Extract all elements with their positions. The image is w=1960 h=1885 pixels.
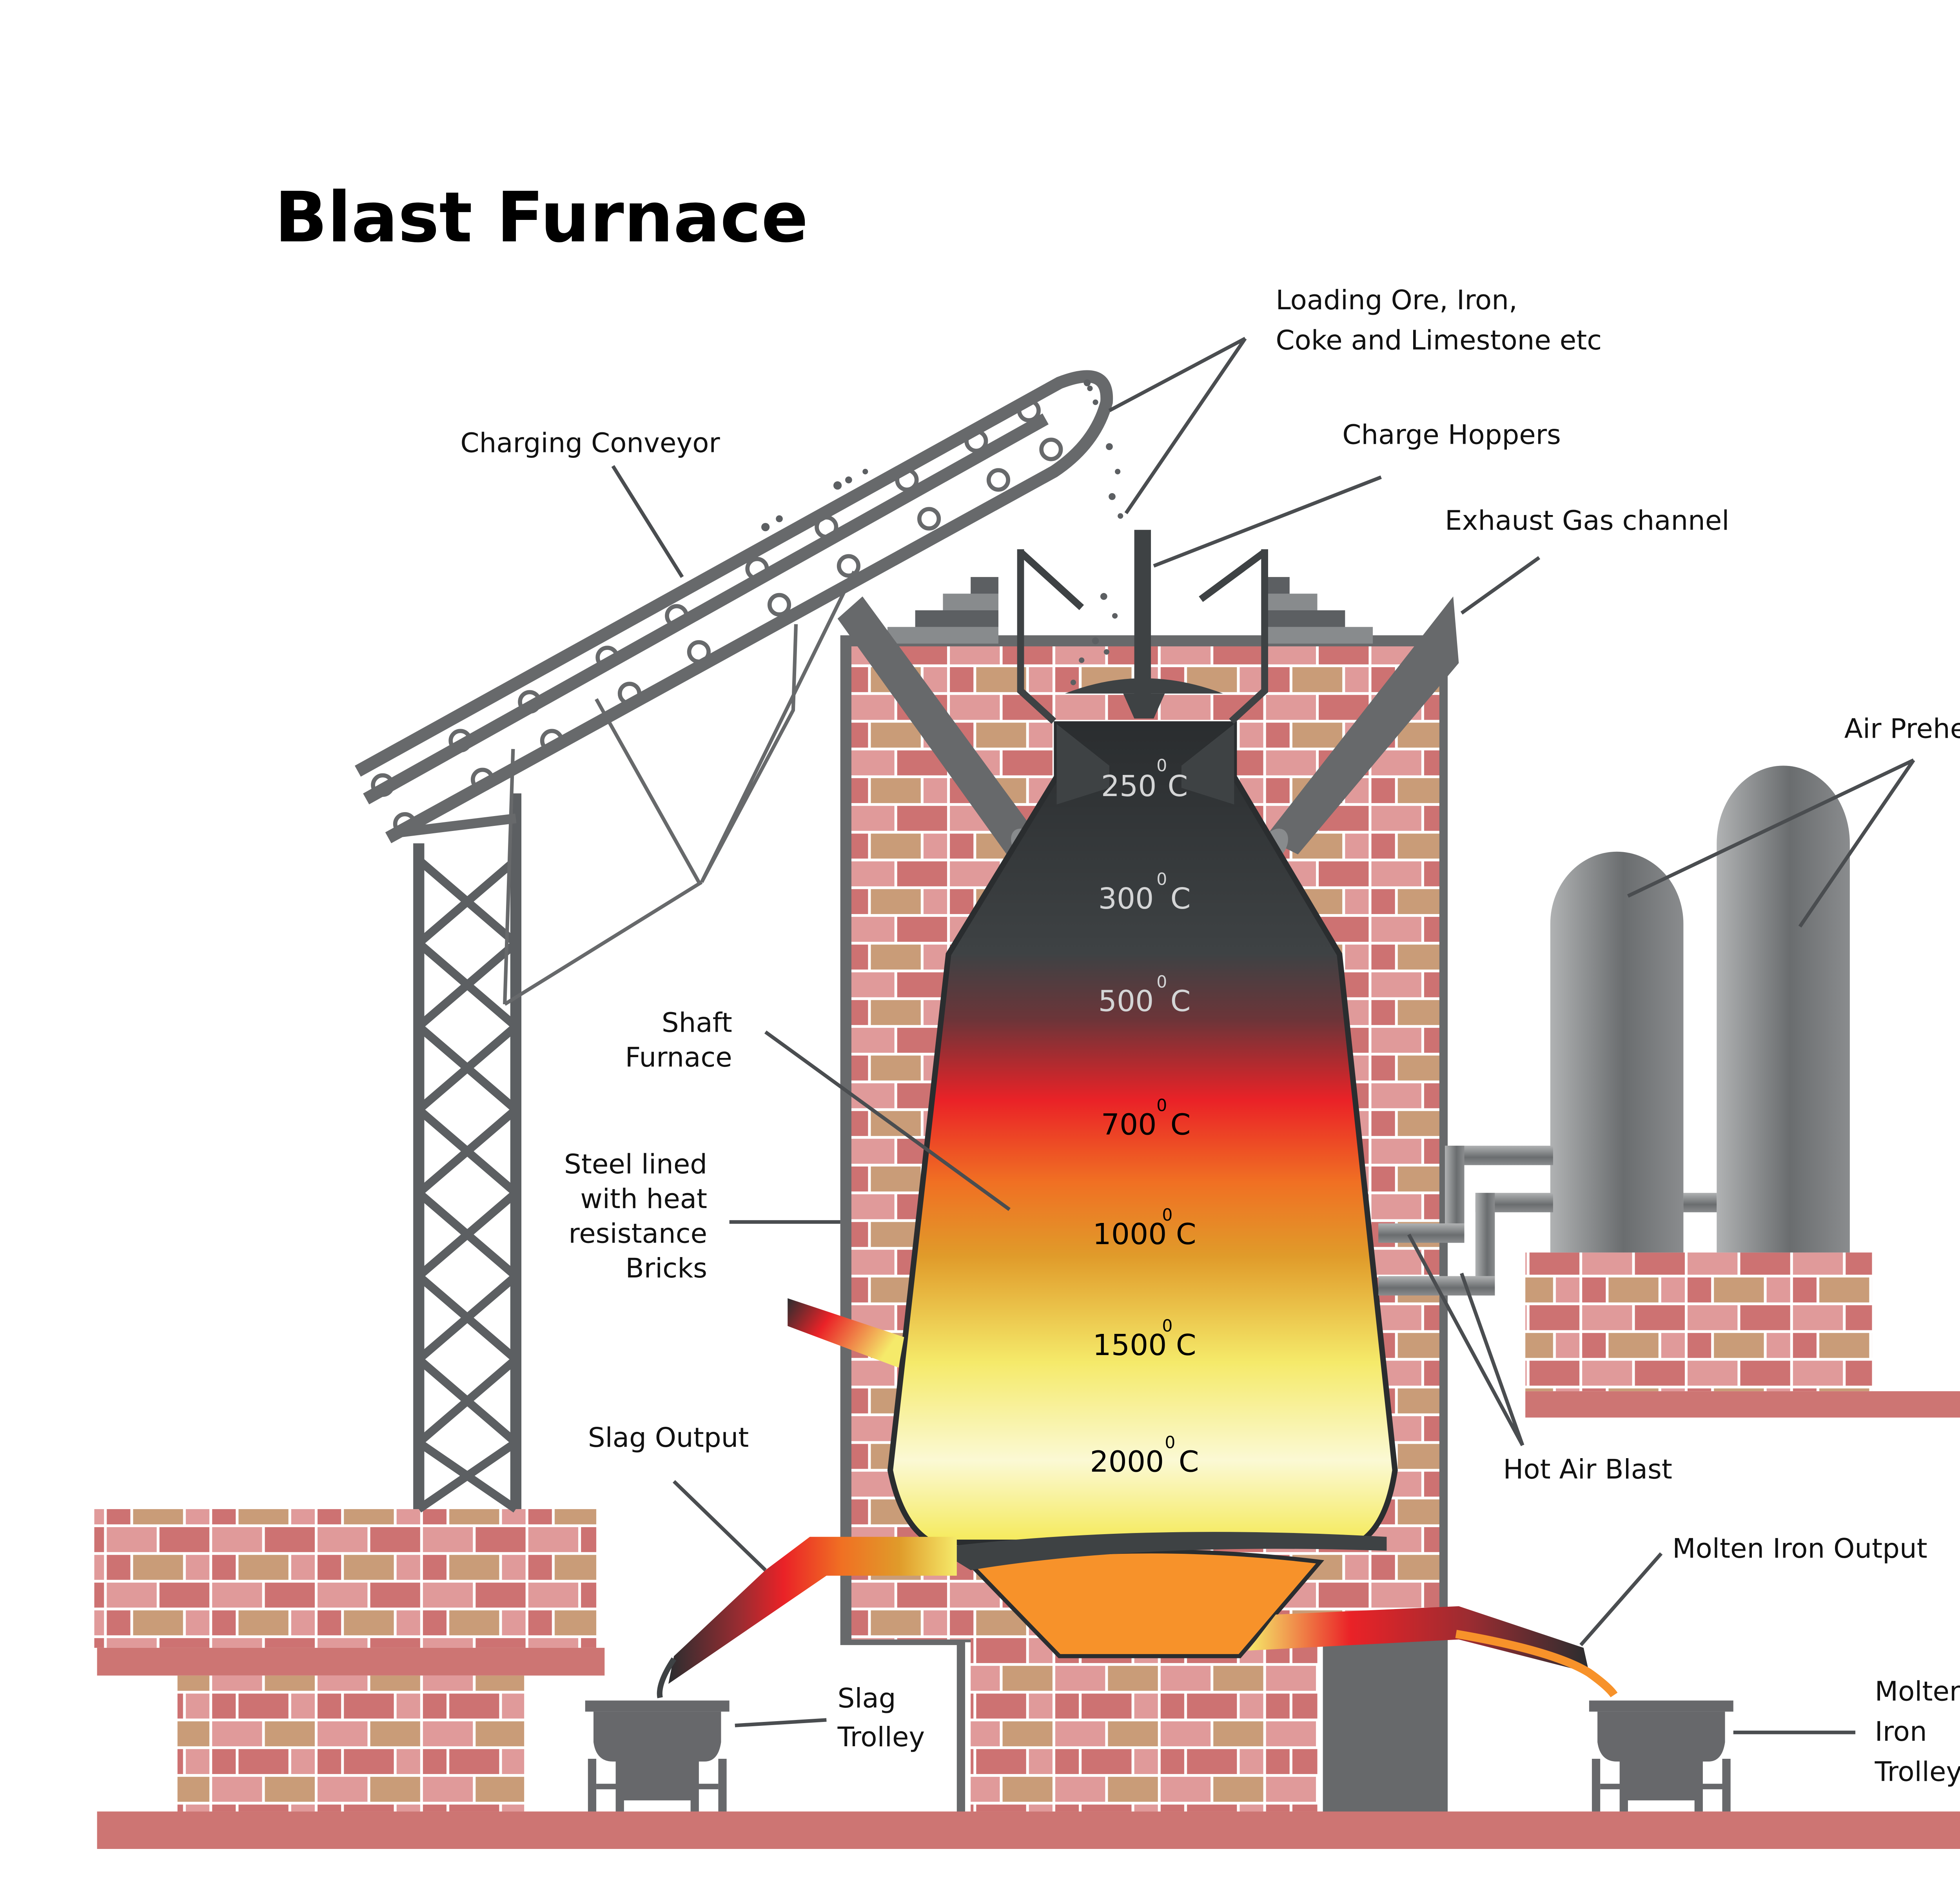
label-steel-line2: with heat [580,1183,707,1215]
svg-text:C: C [1179,1444,1199,1479]
svg-text:0: 0 [1162,1206,1172,1225]
label-molten-trolley-line2: Iron [1875,1716,1927,1747]
left-tuyere-blast [788,1298,904,1368]
preheater-brick-base [1525,1252,1960,1418]
temp-zone-1000: 1000 0 C [1093,1206,1196,1251]
charge-hoppers [1017,530,1268,724]
svg-text:C: C [1168,769,1188,803]
temp-zone-700: 700 0 C [1101,1096,1191,1141]
svg-text:0: 0 [1156,972,1167,992]
label-shaft-line1: Shaft [662,1007,732,1039]
svg-text:0: 0 [1165,1433,1175,1452]
svg-text:0: 0 [1156,756,1167,775]
ground-slab [97,1811,1960,1849]
label-loading-line2: Coke and Limestone etc [1276,325,1602,356]
temp-zone-250: 250 0 C [1101,756,1188,803]
label-air-preheaters: Air Preheaters [1844,713,1960,745]
temperature-zones: 250 0 C 300 0 C 500 0 C 700 0 C 1000 0 C… [1090,756,1199,1479]
air-preheaters [1378,766,1850,1296]
svg-text:1500: 1500 [1093,1328,1167,1362]
svg-text:C: C [1171,1108,1191,1142]
falling-charge-particles [1070,385,1123,686]
charging-conveyor [354,370,1113,1513]
slag-output-channel [657,1537,957,1698]
label-charge-hoppers: Charge Hoppers [1342,419,1561,450]
label-slag-output: Slag Output [588,1422,749,1453]
slag-layer [935,1532,1387,1570]
label-hot-air-blast: Hot Air Blast [1503,1454,1672,1485]
label-charging-conveyor: Charging Conveyor [460,428,720,459]
label-slag-trolley-line2: Trolley [837,1722,925,1753]
molten-iron-trolley [1589,1700,1733,1812]
conveyor-ore-pile [761,379,1091,532]
svg-text:2000: 2000 [1090,1444,1164,1479]
slag-trolley [585,1700,730,1812]
svg-text:0: 0 [1162,1317,1172,1336]
label-molten-trolley-line1: Molten [1875,1676,1960,1707]
svg-text:500: 500 [1098,984,1154,1018]
furnace-throat-right [1181,724,1234,805]
label-molten-trolley-line3: Trolley [1875,1756,1960,1788]
label-exhaust-gas: Exhaust Gas channel [1445,505,1730,537]
label-loading-line1: Loading Ore, Iron, [1276,285,1517,316]
temp-zone-1500: 1500 0 C [1093,1317,1196,1362]
svg-text:1000: 1000 [1093,1217,1167,1251]
svg-text:C: C [1171,984,1191,1018]
label-slag-trolley-line1: Slag [838,1683,896,1714]
leader-lines [611,337,1915,1734]
temp-zone-2000: 2000 0 C [1090,1433,1199,1479]
label-steel-line1: Steel lined [564,1149,707,1180]
svg-text:300: 300 [1098,882,1154,916]
label-molten-iron-output: Molten Iron Output [1672,1533,1927,1564]
svg-text:C: C [1176,1328,1196,1362]
page-title: Blast Furnace [274,177,808,258]
label-steel-line4: Bricks [625,1253,707,1284]
molten-iron-output-channel [1248,1606,1618,1698]
conveyor-rollers [371,399,1063,836]
svg-text:C: C [1176,1217,1196,1251]
furnace-throat-left [1056,724,1109,805]
temp-zone-500: 500 0 C [1098,972,1191,1018]
label-steel-line3: resistance [568,1218,707,1250]
svg-text:0: 0 [1156,870,1167,889]
svg-text:0: 0 [1156,1096,1167,1115]
callout-labels: Loading Ore, Iron, Coke and Limestone et… [460,285,1960,1788]
temp-zone-300: 300 0 C [1098,870,1191,916]
svg-text:700: 700 [1101,1108,1157,1142]
svg-text:C: C [1171,882,1191,916]
svg-text:250: 250 [1101,769,1157,803]
label-shaft-line2: Furnace [625,1042,732,1073]
left-brick-platform [94,1509,605,1812]
